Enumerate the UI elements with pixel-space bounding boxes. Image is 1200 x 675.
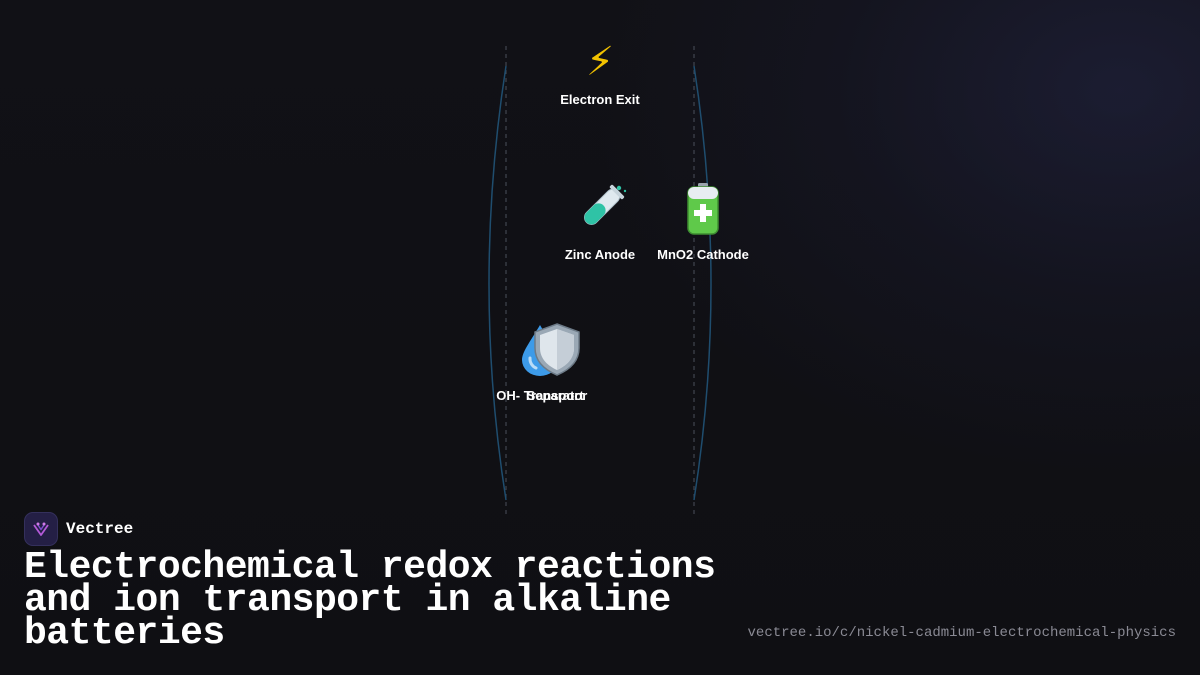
vectree-logo-icon: [24, 512, 58, 546]
node-label-electron-exit: Electron Exit: [560, 92, 640, 107]
page-title: Electrochemical redox reactions and ion …: [24, 546, 716, 655]
source-url[interactable]: vectree.io/c/nickel-cadmium-electrochemi…: [747, 625, 1176, 641]
node-label-mno2-cathode: MnO2 Cathode: [657, 247, 749, 262]
node-label-oh-transport: OH- Transport: [496, 388, 584, 403]
test-tube-shape: [584, 184, 627, 225]
test-tube-icon: [560, 182, 640, 236]
lightning-bolt-icon: ⚡: [585, 39, 615, 85]
battery-shape: [687, 183, 719, 235]
battery-icon: [663, 182, 743, 236]
shield-shape: [534, 323, 580, 376]
vectree-logo-mark: [33, 522, 49, 536]
left-boundary-curve: [488, 65, 507, 501]
shield-icon: [517, 322, 597, 376]
brand-name: Vectree: [66, 520, 134, 538]
node-label-separator: Separator: [526, 388, 588, 403]
brand: Vectree: [24, 512, 133, 546]
right-boundary-curve: [693, 65, 712, 501]
node-label-zinc-anode: Zinc Anode: [564, 247, 636, 262]
